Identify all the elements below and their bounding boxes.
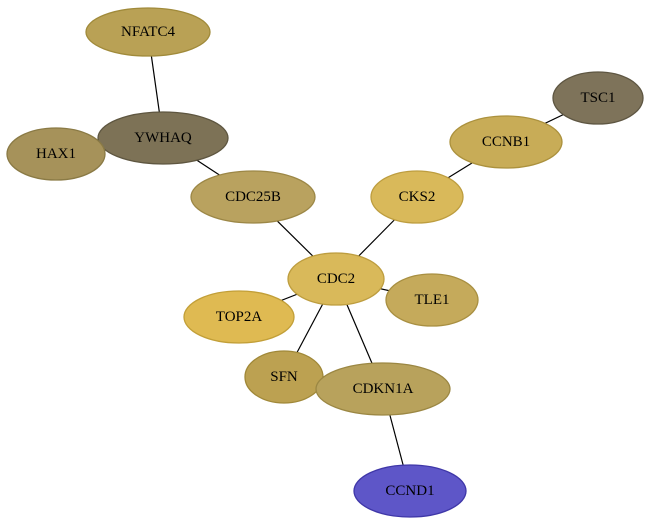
- node-ccnb1[interactable]: CCNB1: [449, 115, 563, 169]
- node-ccnd1[interactable]: CCND1: [353, 464, 467, 518]
- node-label-tle1: TLE1: [415, 292, 450, 308]
- node-tsc1[interactable]: TSC1: [552, 71, 644, 125]
- node-nfatc4[interactable]: NFATC4: [85, 7, 211, 57]
- node-label-cdc2: CDC2: [317, 271, 355, 287]
- node-label-cdkn1a: CDKN1A: [353, 381, 414, 397]
- node-hax1[interactable]: HAX1: [6, 127, 106, 181]
- node-ellipse-top2a[interactable]: [183, 290, 295, 344]
- node-ellipse-cdc25b[interactable]: [190, 170, 316, 224]
- node-cks2[interactable]: CKS2: [370, 170, 464, 224]
- node-sfn[interactable]: SFN: [244, 350, 324, 404]
- node-label-ccnb1: CCNB1: [482, 134, 530, 150]
- node-label-cdc25b: CDC25B: [225, 189, 281, 205]
- node-label-ywhaq: YWHAQ: [134, 130, 192, 146]
- node-label-sfn: SFN: [270, 369, 298, 385]
- node-ellipse-ywhaq[interactable]: [97, 111, 229, 165]
- node-ellipse-nfatc4[interactable]: [85, 7, 211, 57]
- node-cdc25b[interactable]: CDC25B: [190, 170, 316, 224]
- node-label-hax1: HAX1: [36, 146, 76, 162]
- node-top2a[interactable]: TOP2A: [183, 290, 295, 344]
- node-ellipse-cdc2[interactable]: [287, 252, 385, 306]
- node-ellipse-ccnd1[interactable]: [353, 464, 467, 518]
- node-label-tsc1: TSC1: [580, 90, 615, 106]
- node-ellipse-tle1[interactable]: [385, 273, 479, 327]
- edges-layer: [147, 31, 599, 492]
- node-tle1[interactable]: TLE1: [385, 273, 479, 327]
- node-ellipse-hax1[interactable]: [6, 127, 106, 181]
- node-ellipse-cdkn1a[interactable]: [315, 362, 451, 416]
- node-ywhaq[interactable]: YWHAQ: [97, 111, 229, 165]
- node-ellipse-ccnb1[interactable]: [449, 115, 563, 169]
- node-ellipse-cks2[interactable]: [370, 170, 464, 224]
- node-label-nfatc4: NFATC4: [121, 24, 175, 40]
- node-label-ccnd1: CCND1: [385, 483, 434, 499]
- node-cdkn1a[interactable]: CDKN1A: [315, 362, 451, 416]
- node-label-cks2: CKS2: [399, 189, 436, 205]
- node-ellipse-tsc1[interactable]: [552, 71, 644, 125]
- node-cdc2[interactable]: CDC2: [287, 252, 385, 306]
- node-label-top2a: TOP2A: [216, 309, 263, 325]
